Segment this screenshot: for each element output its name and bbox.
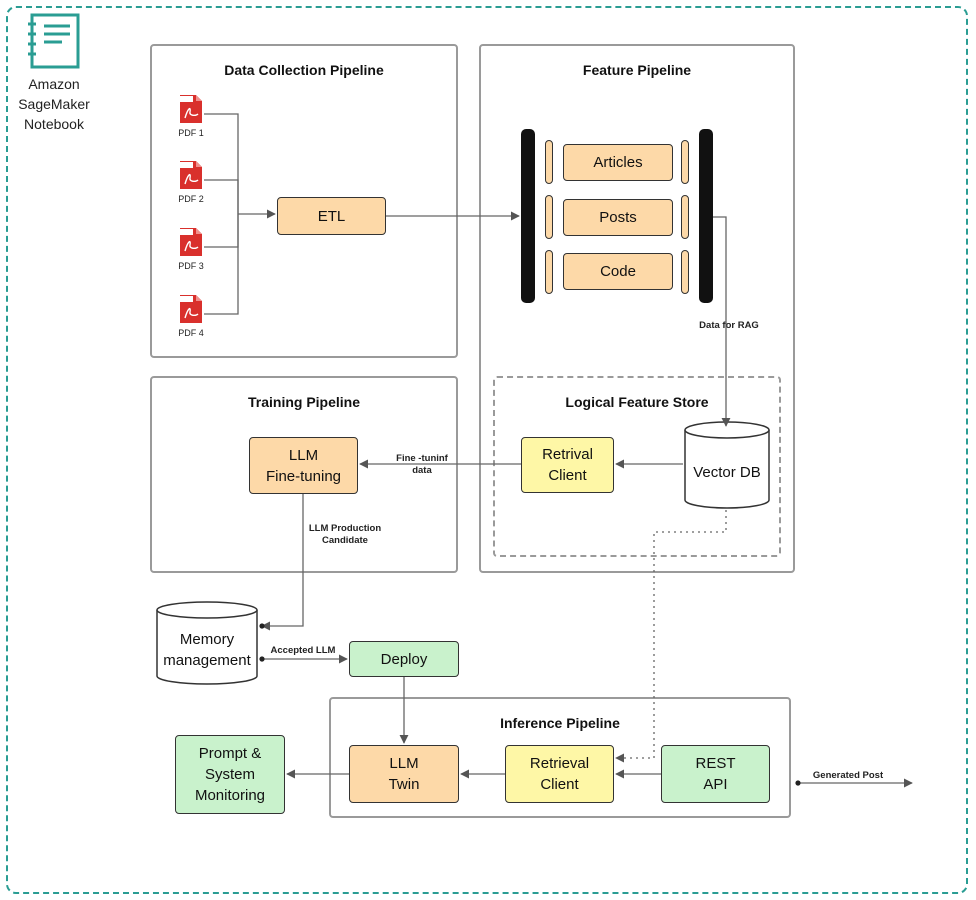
pdf-label-3: PDF 3 xyxy=(178,261,204,271)
accepted-llm-label: Accepted LLM xyxy=(270,645,336,656)
pdf-label-4: PDF 4 xyxy=(178,328,204,338)
feature-title: Feature Pipeline xyxy=(582,62,692,78)
training-panel: Training Pipeline xyxy=(150,376,458,573)
inference-panel: Inference Pipeline xyxy=(329,697,791,818)
articles-box[interactable]: Articles xyxy=(563,144,673,181)
notebook-icon xyxy=(28,13,80,69)
memory-label: Memory management xyxy=(155,629,259,671)
slot-left-2 xyxy=(545,195,553,239)
rest-api-line2: API xyxy=(703,776,728,793)
inference-title: Inference Pipeline xyxy=(500,715,620,731)
slot-right-3 xyxy=(681,250,689,294)
slot-left-1 xyxy=(545,140,553,184)
retrival-client-box[interactable]: Retrival Client xyxy=(521,437,614,493)
feature-left-bar xyxy=(521,129,535,303)
deploy-box[interactable]: Deploy xyxy=(349,641,459,677)
feature-right-bar xyxy=(699,129,713,303)
notebook-label-line3: Notebook xyxy=(24,116,84,132)
production-candidate-label: LLM Production Candidate xyxy=(295,523,395,547)
llm-twin-line2: Twin xyxy=(388,776,420,793)
pdf-icon-4 xyxy=(180,295,202,323)
retrieval-client-box[interactable]: Retrieval Client xyxy=(505,745,614,803)
posts-box[interactable]: Posts xyxy=(563,199,673,236)
arrow-candidate xyxy=(261,494,304,631)
vector-db-cylinder xyxy=(684,421,770,509)
slot-right-2 xyxy=(681,195,689,239)
monitoring-box[interactable]: Prompt & System Monitoring xyxy=(175,735,285,814)
memory-line1: Memory xyxy=(179,631,235,648)
sagemaker-boundary xyxy=(6,6,968,894)
llm-finetuning-line2: Fine-tuning xyxy=(265,467,342,485)
feature-store-panel: Logical Feature Store xyxy=(493,376,781,557)
wire-pdf1 xyxy=(204,113,239,214)
data-collection-panel: Data Collection Pipeline xyxy=(150,44,458,358)
generated-post-label: Generated Post xyxy=(812,770,884,781)
llm-finetuning-box[interactable]: LLM Fine-tuning xyxy=(249,437,358,494)
production-candidate-line1: LLM Production xyxy=(308,523,382,534)
llm-twin-line1: LLM xyxy=(389,755,419,772)
notebook-label-line2: SageMaker xyxy=(18,96,90,112)
memory-line2: management xyxy=(163,652,251,669)
wire-pdf4 xyxy=(204,214,239,315)
monitoring-line3: Monitoring xyxy=(194,787,266,804)
arrow-rag xyxy=(713,216,731,427)
notebook-label-line1: Amazon xyxy=(28,76,80,92)
slot-right-1 xyxy=(681,140,689,184)
monitoring-line1: Prompt & xyxy=(198,745,262,762)
training-title: Training Pipeline xyxy=(247,394,361,410)
code-box[interactable]: Code xyxy=(563,253,673,290)
etl-box[interactable]: ETL xyxy=(277,197,386,235)
finetune-data-line1: Fine -tuninf xyxy=(396,453,448,464)
wire-pdf2 xyxy=(204,179,239,214)
finetune-data-line2: data xyxy=(412,465,432,476)
slot-left-3 xyxy=(545,250,553,294)
rest-api-line1: REST xyxy=(695,755,736,772)
data-for-rag-label: Data for RAG xyxy=(699,320,759,331)
retrieval-client-line2: Client xyxy=(540,776,579,793)
pdf-icon-1 xyxy=(180,95,202,123)
retrival-client-line1: Retrival xyxy=(542,446,593,463)
retrival-client-line2: Client xyxy=(548,467,587,484)
llm-twin-box[interactable]: LLM Twin xyxy=(349,745,459,803)
vector-db-label: Vector DB xyxy=(693,464,761,481)
dotted-vdb-retrieval xyxy=(615,510,727,763)
monitoring-line2: System xyxy=(204,766,255,783)
llm-finetuning-line1: LLM xyxy=(288,446,319,464)
wire-pdf3 xyxy=(204,214,239,248)
retrieval-client-line1: Retrieval xyxy=(529,755,590,772)
pdf-label-1: PDF 1 xyxy=(178,128,204,138)
feature-panel: Feature Pipeline xyxy=(479,44,795,573)
data-collection-title: Data Collection Pipeline xyxy=(224,62,384,78)
feature-store-title: Logical Feature Store xyxy=(565,394,709,410)
memory-cylinder xyxy=(156,601,258,685)
pdf-icon-2 xyxy=(180,161,202,189)
finetune-data-label: Fine -tuninf data xyxy=(386,453,458,477)
production-candidate-line2: Candidate xyxy=(322,535,368,546)
rest-api-box[interactable]: REST API xyxy=(661,745,770,803)
pdf-label-2: PDF 2 xyxy=(178,194,204,204)
pdf-icon-3 xyxy=(180,228,202,256)
notebook-label: Amazon SageMaker Notebook xyxy=(8,74,100,134)
